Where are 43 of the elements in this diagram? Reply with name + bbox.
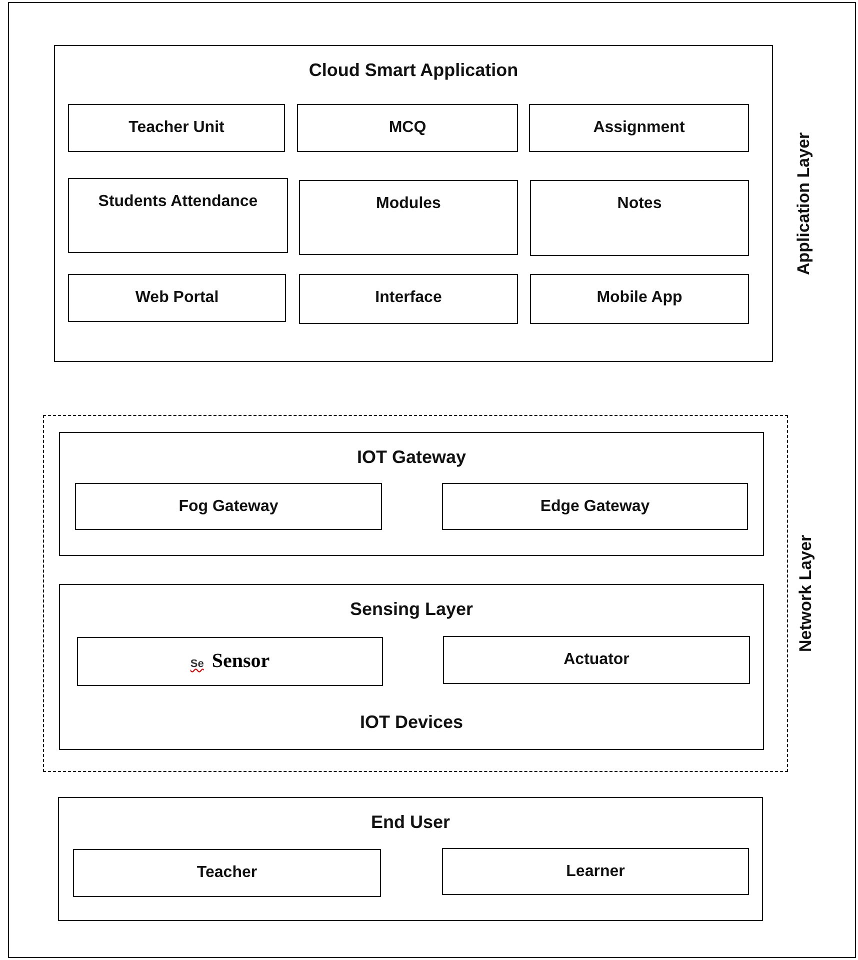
group-box xyxy=(59,432,764,556)
component-box xyxy=(77,637,383,686)
box-label: Interface xyxy=(375,288,442,308)
component-box xyxy=(75,483,382,530)
layer-label: Network Layer xyxy=(795,534,816,654)
component-box xyxy=(442,483,748,530)
box-label: Fog Gateway xyxy=(178,497,278,517)
component-box xyxy=(530,274,749,324)
group-box xyxy=(54,45,773,362)
group-box xyxy=(59,584,764,750)
group-title: Cloud Smart Application xyxy=(308,59,518,82)
box-label: Learner xyxy=(566,862,625,882)
truncated-text: Se xyxy=(190,658,204,670)
group-box xyxy=(58,797,763,921)
dashed-layer-box xyxy=(43,415,788,772)
box-label: Web Portal xyxy=(135,288,219,308)
group-title: IOT Gateway xyxy=(356,446,466,469)
group-footer: IOT Devices xyxy=(360,708,464,737)
component-box xyxy=(299,180,518,255)
box-label: Notes xyxy=(617,194,662,214)
group-title: Sensing Layer xyxy=(350,598,474,621)
box-label: Actuator xyxy=(564,650,630,670)
component-box xyxy=(73,849,381,897)
box-label: Students Attendance xyxy=(98,192,258,212)
box-label: Edge Gateway xyxy=(540,497,650,517)
component-box xyxy=(530,180,749,256)
component-box xyxy=(68,178,288,253)
component-box xyxy=(529,104,749,152)
layer-label: Application Layer xyxy=(793,131,814,277)
box-label: Mobile App xyxy=(596,288,682,308)
box-label: Teacher Unit xyxy=(128,118,224,138)
group-title: End User xyxy=(370,811,450,834)
box-label: Sensor xyxy=(212,650,270,673)
component-box xyxy=(442,848,749,895)
component-box xyxy=(299,274,518,324)
component-box xyxy=(443,636,750,684)
box-label: Teacher xyxy=(196,863,258,883)
component-box xyxy=(68,274,286,322)
component-box xyxy=(297,104,518,152)
box-label: Modules xyxy=(376,194,441,214)
box-label: Assignment xyxy=(593,118,685,138)
component-box xyxy=(68,104,285,152)
box-label: MCQ xyxy=(388,118,426,138)
